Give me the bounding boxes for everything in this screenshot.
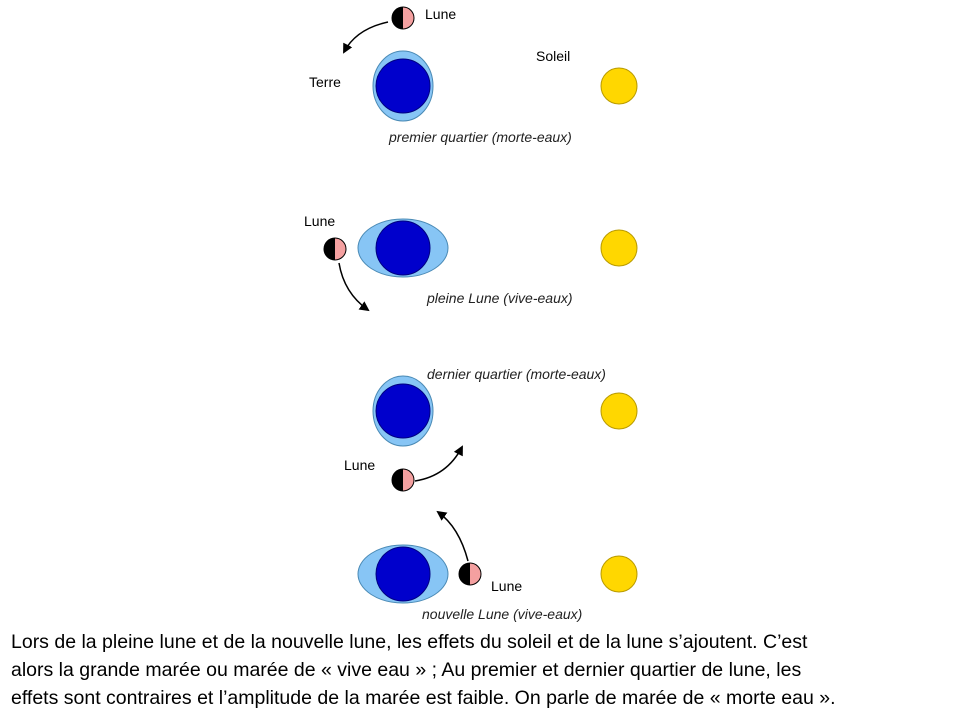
caption-first-quarter: premier quartier (morte-eaux) xyxy=(388,129,572,145)
panel-full-moon: Lune pleine Lune (vive-eaux) xyxy=(304,213,638,312)
sun-last-quarter xyxy=(600,392,638,430)
moon-label-full-moon: Lune xyxy=(304,213,335,229)
explanation-line-1: Lors de la pleine lune et de la nouvelle… xyxy=(11,631,808,653)
moon-last-quarter xyxy=(391,468,415,492)
moon-label-last-quarter: Lune xyxy=(344,457,375,473)
orbit-arrow-full-moon xyxy=(338,262,370,312)
moon-new-moon xyxy=(458,562,482,586)
moon-full-moon xyxy=(323,237,347,261)
sun-new-moon xyxy=(600,555,638,593)
moon-first-quarter xyxy=(391,6,415,30)
earth-last-quarter xyxy=(375,383,431,439)
sun-full-moon xyxy=(600,229,638,267)
earth-label: Terre xyxy=(309,74,341,90)
explanation-paragraph: Lors de la pleine lune et de la nouvelle… xyxy=(11,628,956,712)
orbit-arrow-new-moon xyxy=(436,510,469,562)
earth-full-moon xyxy=(375,220,431,276)
panel-new-moon: Lune nouvelle Lune (vive-eaux) xyxy=(357,510,638,622)
sun-first-quarter xyxy=(600,67,638,105)
orbit-arrow-last-quarter xyxy=(414,445,463,482)
earth-new-moon xyxy=(375,546,431,602)
explanation-line-2: alors la grande marée ou marée de « vive… xyxy=(11,659,802,681)
explanation-line-3: effets sont contraires et l’amplitude de… xyxy=(11,687,836,709)
orbit-arrow-first-quarter xyxy=(343,21,389,54)
panel-last-quarter: dernier quartier (morte-eaux) Lune xyxy=(344,366,638,492)
moon-label-first-quarter: Lune xyxy=(425,6,456,22)
caption-new-moon: nouvelle Lune (vive-eaux) xyxy=(422,606,582,622)
caption-last-quarter: dernier quartier (morte-eaux) xyxy=(427,366,606,382)
caption-full-moon: pleine Lune (vive-eaux) xyxy=(426,290,573,306)
panel-first-quarter: Lune Terre Soleil premier quartier (mort… xyxy=(309,6,638,145)
sun-label: Soleil xyxy=(536,48,570,64)
moon-label-new-moon: Lune xyxy=(491,578,522,594)
tides-diagram: Lune Terre Soleil premier quartier (mort… xyxy=(304,6,638,622)
earth-first-quarter xyxy=(375,58,431,114)
